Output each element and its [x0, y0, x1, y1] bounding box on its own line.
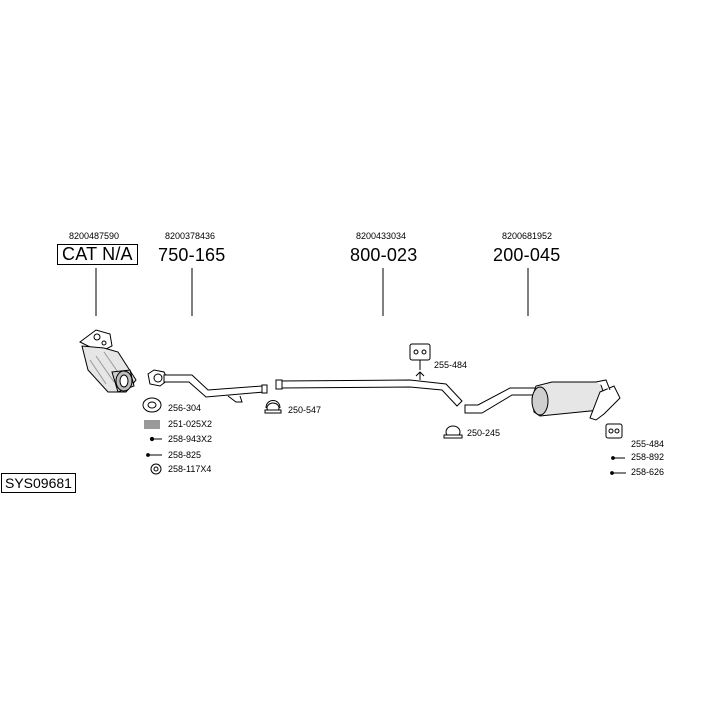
part-number-catalyst[interactable]: CAT N/A: [57, 244, 138, 265]
washer-drawing: [150, 463, 162, 475]
rear-silencer-drawing: [464, 379, 621, 421]
oem-number-catalyst: 8200487590: [69, 231, 120, 241]
part-number-middle-pipe[interactable]: 800-023: [350, 245, 418, 265]
label-bolt-rear-b[interactable]: 258-626: [631, 467, 665, 477]
oem-number-middle-pipe: 8200433034: [356, 231, 407, 241]
catalytic-converter-drawing: [79, 329, 137, 393]
bolt-rear-b-drawing: [610, 471, 626, 475]
label-clamp-rear[interactable]: 250-245: [467, 428, 501, 438]
oem-number-front-pipe: 8200378436: [165, 231, 216, 241]
label-spring[interactable]: 251-025X2: [168, 419, 213, 429]
hanger-rear-drawing: [605, 423, 623, 439]
clamp-front-drawing: [264, 400, 282, 414]
label-hanger-mid[interactable]: 255-484: [434, 360, 468, 370]
label-bolt-a[interactable]: 258-943X2: [168, 434, 213, 444]
label-washer[interactable]: 258-117X4: [168, 464, 212, 474]
label-bolt-rear-a[interactable]: 258-892: [631, 452, 665, 462]
label-ring[interactable]: 256-304: [168, 403, 202, 413]
oem-number-rear-silencer: 8200681952: [502, 231, 553, 241]
part-number-front-pipe[interactable]: 750-165: [158, 245, 226, 265]
middle-pipe-drawing: [275, 371, 463, 407]
label-bolt-b[interactable]: 258-825: [168, 450, 202, 460]
bolt-a-drawing: [149, 436, 162, 442]
part-number-rear-silencer[interactable]: 200-045: [493, 245, 561, 265]
ring-gasket-drawing: [142, 397, 162, 413]
front-pipe-drawing: [147, 369, 268, 403]
bolt-rear-a-drawing: [611, 456, 625, 460]
label-hanger-rear[interactable]: 255-484: [631, 439, 665, 449]
spring-drawing: [144, 420, 160, 429]
clamp-rear-drawing: [443, 425, 463, 439]
label-clamp-front[interactable]: 250-547: [288, 405, 322, 415]
bolt-b-drawing: [146, 453, 162, 457]
hanger-mid-drawing: [409, 343, 431, 370]
system-code-badge: SYS09681: [1, 473, 76, 493]
